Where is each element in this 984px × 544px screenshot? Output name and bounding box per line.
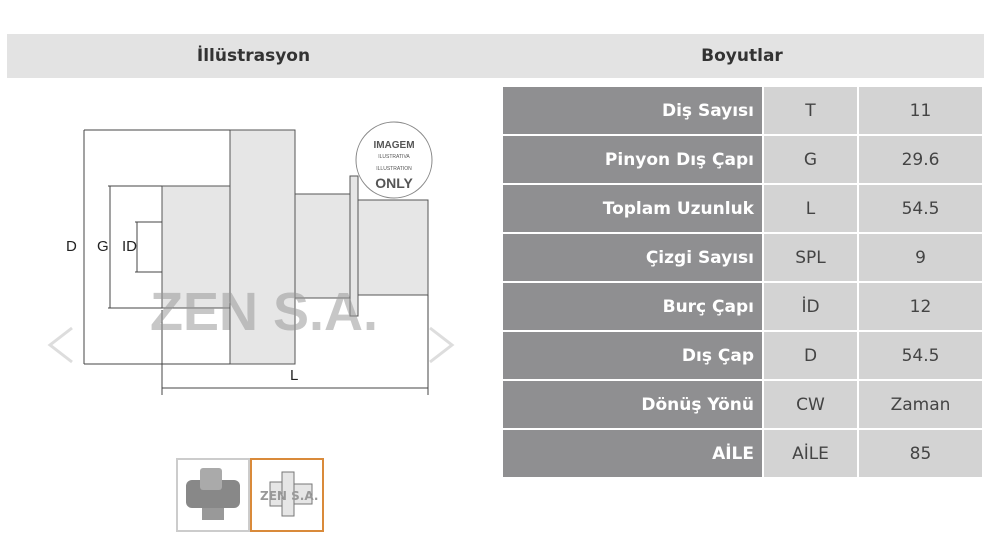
drawing-thumb: ZEN S.A. xyxy=(260,471,318,517)
svg-text:ZEN S.A.: ZEN S.A. xyxy=(260,489,318,503)
cell-label: Dönüş Yönü xyxy=(501,379,764,430)
cell-value: 85 xyxy=(857,428,984,479)
cell-value: 9 xyxy=(857,232,984,283)
svg-text:IMAGEM: IMAGEM xyxy=(373,140,414,151)
dimensions-title: Boyutlar xyxy=(701,46,783,66)
cell-value: Zaman xyxy=(857,379,984,430)
dimensions-header: Boyutlar xyxy=(500,34,984,78)
illustration-header: İllüstrasyon xyxy=(7,34,500,78)
cell-label: Dış Çap xyxy=(501,330,764,381)
cell-code: SPL xyxy=(762,232,859,283)
cell-label: Çizgi Sayısı xyxy=(501,232,764,283)
technical-drawing: D G ID L ZEN S.A. IMAGEM ILUSTRATIVA ILL… xyxy=(47,121,455,395)
next-arrow-icon xyxy=(429,326,455,364)
label-d: D xyxy=(66,238,77,255)
cell-label: Diş Sayısı xyxy=(501,85,764,136)
label-l: L xyxy=(290,367,298,384)
cell-code: L xyxy=(762,183,859,234)
cell-label: AİLE xyxy=(501,428,764,479)
cell-value: 12 xyxy=(857,281,984,332)
illustration-only-stamp: IMAGEM ILUSTRATIVA ILLUSTRATION ONLY xyxy=(355,121,433,199)
svg-text:ONLY: ONLY xyxy=(375,175,413,191)
cell-code: G xyxy=(762,134,859,185)
svg-text:ILUSTRATIVA: ILUSTRATIVA xyxy=(378,154,410,160)
cell-label: Pinyon Dış Çapı xyxy=(501,134,764,185)
cell-value: 54.5 xyxy=(857,183,984,234)
illustration-title: İllüstrasyon xyxy=(196,46,311,66)
cell-code: İD xyxy=(762,281,859,332)
prev-arrow-icon xyxy=(47,326,73,364)
cell-value: 54.5 xyxy=(857,330,984,381)
cell-code: AİLE xyxy=(762,428,859,479)
thumbnail-photo[interactable] xyxy=(176,458,250,532)
cell-value: 11 xyxy=(857,85,984,136)
watermark: ZEN S.A. xyxy=(150,282,378,342)
cell-code: D xyxy=(762,330,859,381)
label-id: ID xyxy=(122,238,137,255)
cell-code: CW xyxy=(762,379,859,430)
cell-value: 29.6 xyxy=(857,134,984,185)
thumbnail-drawing[interactable]: ZEN S.A. xyxy=(250,458,324,532)
cell-label: Toplam Uzunluk xyxy=(501,183,764,234)
svg-text:ILLUSTRATION: ILLUSTRATION xyxy=(376,166,412,172)
starter-drive-photo xyxy=(186,468,240,520)
label-g: G xyxy=(97,238,109,255)
cell-label: Burç Çapı xyxy=(501,281,764,332)
cell-code: T xyxy=(762,85,859,136)
